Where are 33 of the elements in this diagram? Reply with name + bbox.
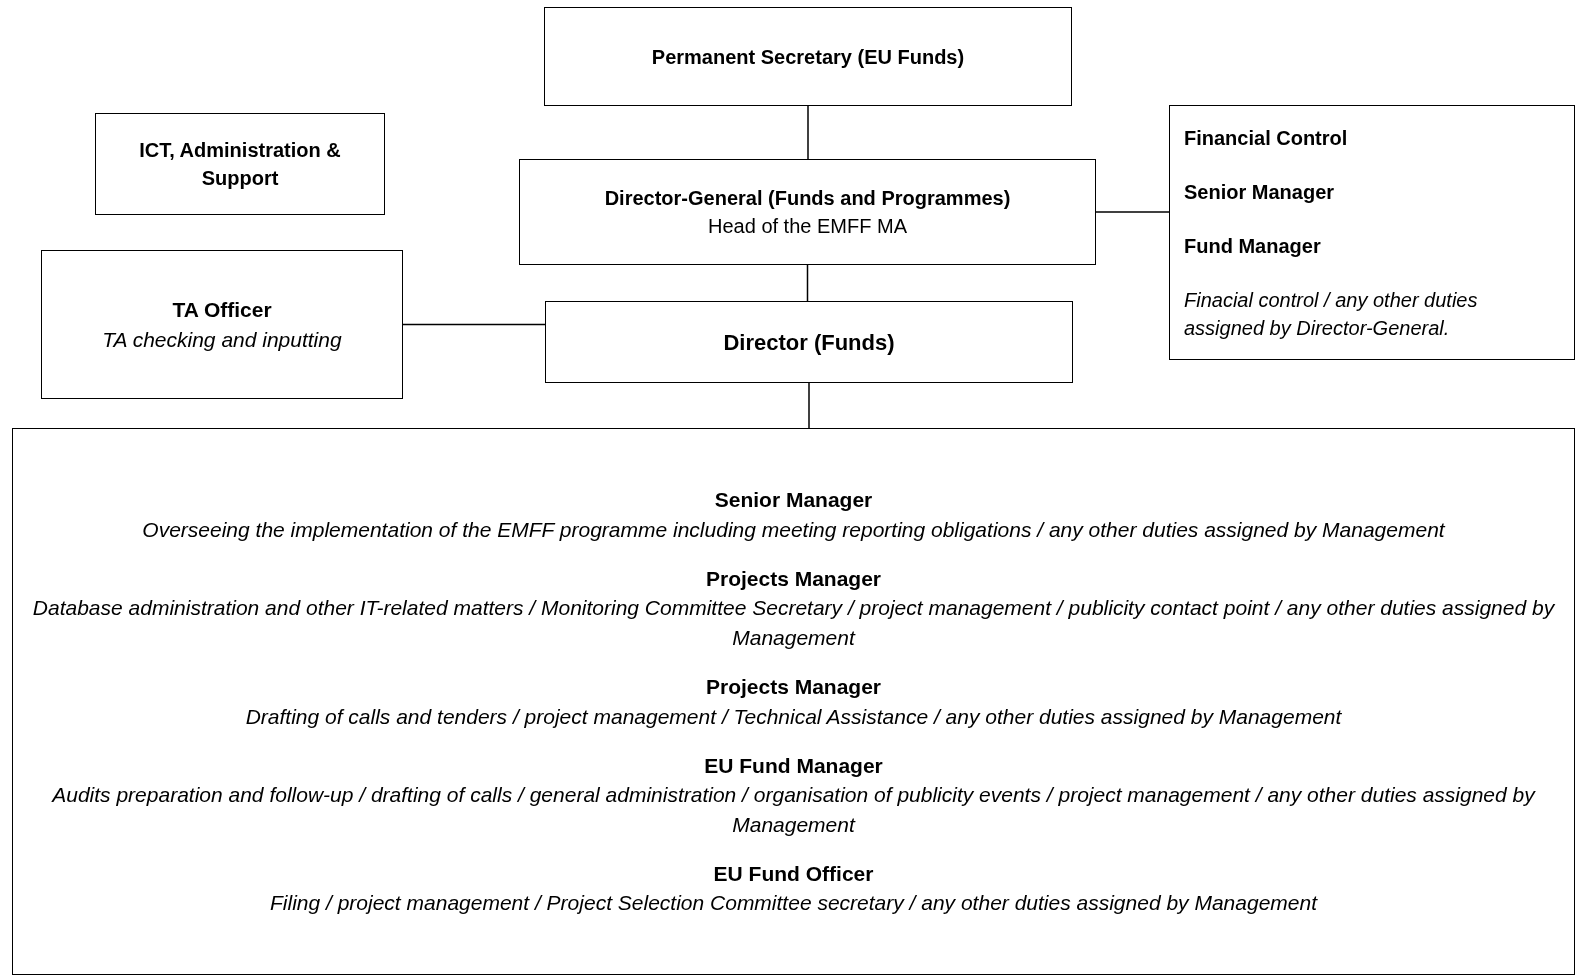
role-title: Projects Manager: [704, 565, 883, 592]
role-description: Drafting of calls and tenders / project management / Technical Assistance / any other duties assigned by Management: [244, 703, 1343, 730]
role-description: Head of the EMFF MA: [707, 214, 908, 239]
role-title: TA Officer: [171, 297, 273, 324]
role-description: Finacial control / any other duties assigned by Director-General.: [1184, 287, 1479, 341]
role-title: Projects Manager: [704, 674, 883, 701]
role-title: Financial Control: [1184, 125, 1349, 151]
role-title: Fund Manager: [1184, 233, 1322, 259]
org-box: [12, 428, 1575, 975]
role-title: Director (Funds): [722, 329, 896, 357]
role-description: Overseeing the implementation of the EMFF programme including meeting reporting obligations / any other duties assigned by Management: [141, 516, 1447, 543]
org-box: [544, 7, 1072, 106]
role-title: Permanent Secretary (EU Funds): [650, 44, 966, 70]
role-title: Senior Manager: [1184, 179, 1336, 205]
org-box: [545, 301, 1073, 383]
connector-line: [1095, 211, 1170, 213]
role-description: TA checking and inputting: [101, 326, 343, 353]
org-box: [1169, 105, 1575, 360]
connector-line: [806, 264, 809, 302]
role-description: Filing / project management / Project Selection Committee secretary / any other duties assigned by Management: [269, 890, 1319, 917]
role-title: EU Fund Manager: [703, 752, 884, 779]
org-box: [41, 250, 403, 399]
org-box: [519, 159, 1096, 265]
connector-line: [807, 105, 809, 160]
role-title: EU Fund Officer: [712, 861, 875, 888]
connector-line: [808, 382, 810, 429]
role-title: Senior Manager: [713, 487, 874, 514]
org-box: [95, 113, 385, 215]
role-description: Database administration and other IT-related matters / Monitoring Committee Secretary / project management / publicity contact point / any other duties assigned by Management: [31, 595, 1556, 651]
role-title: Director-General (Funds and Programmes): [603, 186, 1012, 211]
connector-line: [402, 323, 546, 326]
role-title: ICT, Administration & Support: [138, 138, 342, 191]
role-description: Audits preparation and follow-up / drafting of calls / general administration / organisation of publicity events / project management / any other duties assigned by Management: [50, 782, 1537, 838]
